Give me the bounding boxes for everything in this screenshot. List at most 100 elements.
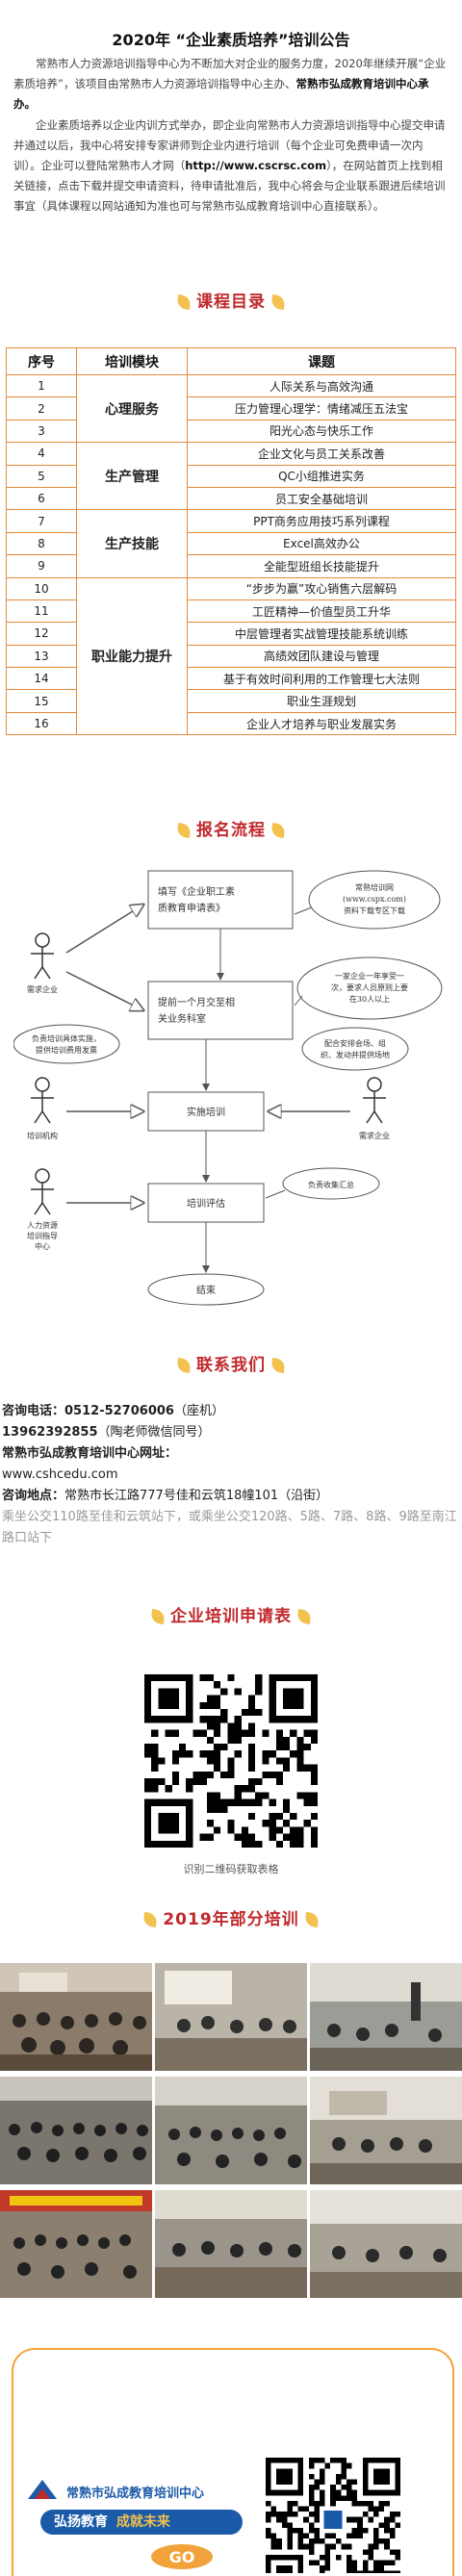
leaf-icon: [303, 1911, 320, 1928]
course-topic: “步步为赢”攻心销售六层解码: [187, 576, 456, 600]
training-photo: [310, 2077, 462, 2184]
phone-landline[interactable]: 0512-52706006: [64, 1404, 174, 1418]
actor2-label: 培训机构: [27, 1131, 58, 1140]
intro-text-2b: ），在网站首页上找到相关链接，点击下载并提交申请资料，待申请批准后，我中心将会与…: [13, 159, 446, 213]
note-cooperate: [301, 1027, 409, 1071]
note-implement: [13, 1024, 120, 1064]
course-row: 14 基于有效时间利用的工作管理七大法则: [6, 667, 456, 691]
header-topic: 课题: [187, 347, 456, 375]
org-logo-icon: [28, 2480, 57, 2499]
phone-mobile-note: （陶老师微信同号）: [97, 1425, 211, 1440]
talent-site-link[interactable]: http://www.cscrsc.com: [185, 159, 327, 172]
actor1-label: 需求企业: [27, 984, 58, 994]
course-row: 9 全能型班组长技能提升: [6, 554, 456, 578]
phone-mobile[interactable]: 13962392855: [2, 1425, 98, 1440]
note4-line2: 织、发动并提供场地: [321, 1050, 390, 1059]
note-download: [308, 870, 441, 930]
note1-line2: (www.cspx.com): [343, 895, 406, 904]
process-heading-text: 报名流程: [196, 821, 266, 840]
course-topic: Excel高效办公: [187, 531, 456, 556]
bus-directions: 乘坐公交110路至佳和云筑站下，或乘坐公交120路、5路、7路、8路、9路至南江…: [2, 1510, 457, 1545]
course-no: 8: [6, 531, 77, 556]
course-no: 14: [6, 667, 77, 691]
course-topic: 人际关系与高效沟通: [187, 373, 456, 398]
course-no: 15: [6, 689, 77, 713]
address-label: 咨询地点：: [2, 1489, 65, 1503]
course-topic: 企业文化与员工关系改善: [187, 442, 456, 466]
training-photo: [0, 2190, 152, 2298]
intro-text-1a: 常熟市人力资源培训指导中心为不断加大对企业的服务力度，2020年继续开展“企业素…: [13, 57, 447, 90]
course-topic: QC小组推进实务: [187, 464, 456, 488]
intro-paragraph-1: 常熟市人力资源培训指导中心为不断加大对企业的服务力度，2020年继续开展“企业素…: [13, 54, 449, 115]
course-row: 16 企业人才培养与职业发展实务: [6, 711, 456, 736]
leaf-icon: [175, 822, 192, 839]
course-no: 13: [6, 644, 77, 669]
note4-line1: 配合安排会场、组: [324, 1038, 386, 1048]
website-link[interactable]: www.cshcedu.com: [2, 1467, 118, 1482]
process-heading: 报名流程: [0, 816, 462, 840]
wechat-qr-code[interactable]: [266, 2458, 400, 2573]
course-row: 11 工匠精神—价值型员工升华: [6, 599, 456, 624]
org-name: 常熟市弘成教育培训中心: [66, 2487, 205, 2501]
course-no: 7: [6, 509, 77, 533]
leaf-icon: [175, 1357, 192, 1374]
catalog-heading-text: 课程目录: [196, 293, 266, 312]
course-no: 10: [6, 576, 77, 600]
course-topic: 压力管理心理学：情绪减压五法宝: [187, 396, 456, 421]
actor4-line3: 中心: [35, 1241, 50, 1251]
course-no: 2: [6, 396, 77, 421]
course-row: 6 员工安全基础培训: [6, 486, 456, 511]
person-icon: [31, 1077, 54, 1124]
course-no: 9: [6, 554, 77, 578]
leaf-icon: [270, 822, 287, 839]
intro-text-2a: 企业素质培养以企业内训方式举办，即企业向常熟市人力资源培训指导中心提交申请并通过…: [13, 118, 446, 172]
person-icon: [31, 932, 54, 980]
course-topic: 工匠精神—价值型员工升华: [187, 599, 456, 624]
course-no: 4: [6, 442, 77, 466]
go-badge-icon: GO: [151, 2544, 213, 2569]
note2-line2: 次，要求人员原则上要: [331, 982, 408, 992]
phone-label: 咨询电话：: [2, 1404, 65, 1418]
step5-label: 结束: [196, 1284, 216, 1296]
course-topic: 基于有效时间利用的工作管理七大法则: [187, 667, 456, 691]
course-no: 11: [6, 599, 77, 624]
step4-label: 培训评估: [187, 1197, 225, 1210]
past-heading-text: 2019年部分培训: [163, 1910, 299, 1929]
step-fill-application: [147, 870, 294, 930]
application-qr-code[interactable]: [144, 1674, 318, 1848]
course-module: 心理服务: [76, 373, 188, 444]
course-row: 2 压力管理心理学：情绪减压五法宝: [6, 396, 456, 421]
course-topic: 全能型班组长技能提升: [187, 554, 456, 578]
course-topic: 企业人才培养与职业发展实务: [187, 711, 456, 736]
note1-line3: 资料下载专区下载: [344, 905, 405, 915]
slogan-pill: 弘扬教育 成就未来: [40, 2510, 243, 2535]
leaf-icon: [149, 1608, 167, 1625]
website-label: 常熟市弘成教育培训中心网址：: [2, 1446, 178, 1461]
process-flowchart: 填写《企业职工素 质教育申请表》 提前一个月交至相 关业务科室 实施培训 培训评…: [13, 870, 443, 1306]
phone-landline-note: （座机）: [173, 1404, 224, 1418]
org-banner: 常熟市弘成教育培训中心 弘扬教育 成就未来 GO: [12, 2348, 454, 2576]
step2-line1: 提前一个月交至相: [158, 996, 235, 1008]
note3-line1: 负责培训具体实施，: [32, 1033, 101, 1043]
course-no: 6: [6, 486, 77, 511]
course-topic: 员工安全基础培训: [187, 486, 456, 511]
address-text: 常熟市长江路777号佳和云筑18幢101（沿街）: [64, 1489, 329, 1503]
course-no: 16: [6, 711, 77, 736]
leaf-icon: [142, 1911, 159, 1928]
past-heading: 2019年部分培训: [0, 1905, 462, 1929]
course-row: 5 QC小组推进实务: [6, 464, 456, 488]
course-module: 职业能力提升: [76, 576, 188, 736]
note-collect: [282, 1167, 380, 1200]
course-no: 12: [6, 622, 77, 646]
course-table-header: 序号 培训模块 课题: [6, 347, 456, 375]
course-no: 5: [6, 464, 77, 488]
training-photo: [155, 2190, 307, 2298]
